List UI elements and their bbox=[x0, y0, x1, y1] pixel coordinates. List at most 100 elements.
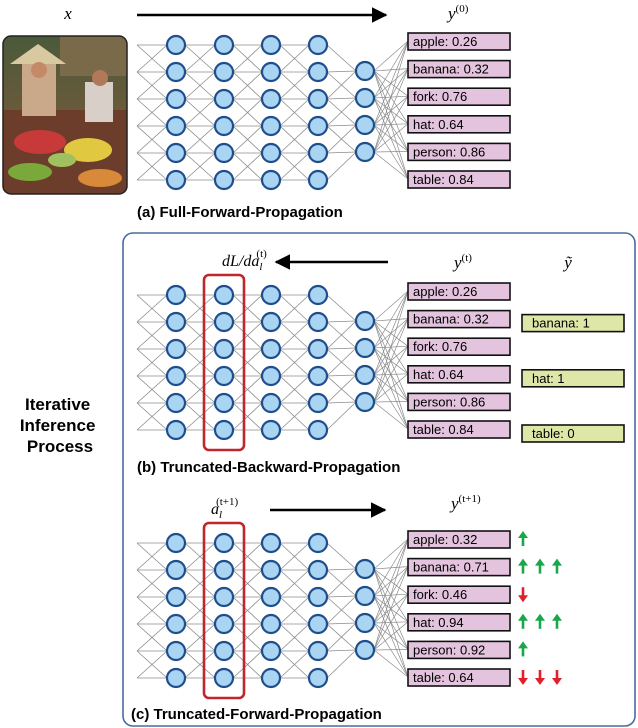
arrow-up-icon bbox=[518, 613, 528, 629]
output-edge bbox=[326, 347, 357, 377]
hidden-node bbox=[165, 667, 187, 689]
output-score-label: table: 0.64 bbox=[413, 670, 474, 685]
arrow-up-icon bbox=[518, 558, 528, 574]
output-score-box bbox=[407, 420, 511, 439]
hidden-edge bbox=[184, 152, 216, 181]
box-edge bbox=[373, 40, 409, 126]
input-symbol: x bbox=[63, 4, 72, 23]
hidden-node bbox=[165, 419, 187, 441]
output-score-box bbox=[407, 640, 511, 660]
output-edge bbox=[326, 374, 357, 404]
hidden-edge bbox=[232, 294, 263, 323]
output-score-box bbox=[407, 170, 511, 189]
input-edge bbox=[136, 125, 168, 154]
output-edge bbox=[326, 124, 357, 127]
output-edge bbox=[326, 595, 357, 598]
box-edge bbox=[373, 290, 409, 322]
input-edge bbox=[136, 569, 168, 598]
hidden-edge bbox=[279, 402, 310, 431]
output-score-label: fork: 0.76 bbox=[413, 89, 467, 104]
output-score-box bbox=[407, 282, 511, 301]
output-node bbox=[354, 337, 376, 359]
hidden-node bbox=[165, 559, 187, 581]
hidden-edge bbox=[279, 348, 310, 377]
hidden-edge bbox=[232, 569, 263, 598]
hidden-edge bbox=[232, 402, 263, 431]
box-edge bbox=[373, 151, 409, 153]
hidden-node bbox=[307, 284, 329, 306]
output-edge bbox=[326, 320, 357, 323]
hidden-edge bbox=[184, 71, 216, 100]
output-score-label: banana: 0.71 bbox=[413, 560, 489, 575]
hidden-node bbox=[307, 115, 329, 137]
output-score-box bbox=[407, 585, 511, 605]
hidden-edge bbox=[279, 321, 310, 350]
input-edge bbox=[136, 375, 168, 404]
output-score-box bbox=[407, 87, 511, 106]
hidden-edge bbox=[279, 542, 310, 571]
hidden-node bbox=[307, 667, 329, 689]
hidden-node bbox=[165, 34, 187, 56]
hidden-node bbox=[165, 61, 187, 83]
output-edge bbox=[326, 401, 357, 431]
output-edge bbox=[326, 70, 357, 73]
output-score-label: apple: 0.26 bbox=[413, 34, 477, 49]
box-edge bbox=[373, 538, 409, 597]
target-box bbox=[521, 313, 625, 333]
box-edge bbox=[373, 290, 409, 349]
output-edge bbox=[326, 70, 357, 100]
gradient-symbol: dL/dal(t) bbox=[222, 248, 267, 273]
output-score-label: banana: 0.32 bbox=[413, 62, 489, 77]
output-score-box bbox=[407, 612, 511, 632]
box-edge bbox=[373, 40, 409, 153]
output-score-label: banana: 0.32 bbox=[413, 312, 489, 327]
hidden-edge bbox=[279, 596, 310, 625]
output-score-label: table: 0.84 bbox=[413, 172, 474, 187]
hidden-node bbox=[260, 392, 282, 414]
edges bbox=[136, 538, 409, 679]
hidden-edge bbox=[279, 650, 310, 679]
hidden-edge bbox=[232, 152, 263, 181]
target-label: hat: 1 bbox=[532, 371, 565, 386]
hidden-edge bbox=[184, 375, 216, 404]
hidden-node bbox=[260, 419, 282, 441]
output-score-box bbox=[407, 142, 511, 162]
hidden-edge bbox=[232, 650, 263, 679]
arrow-down-icon bbox=[552, 670, 562, 685]
output-edge bbox=[326, 151, 357, 154]
box-edge bbox=[373, 290, 409, 403]
arrow-up-icon bbox=[535, 558, 545, 574]
hidden-node bbox=[165, 142, 187, 164]
output-edge bbox=[326, 294, 357, 322]
input-edge bbox=[136, 152, 168, 181]
output-score-box bbox=[407, 530, 511, 549]
box-edge bbox=[373, 151, 409, 180]
caption-c: (c) Truncated-Forward-Propagation bbox=[131, 706, 382, 723]
box-edge bbox=[373, 538, 409, 651]
output-score-box bbox=[407, 32, 511, 51]
hidden-node bbox=[165, 365, 187, 387]
hidden-node bbox=[307, 34, 329, 56]
hidden-node bbox=[307, 532, 329, 554]
box-edge bbox=[373, 649, 409, 678]
hidden-edge bbox=[279, 152, 310, 181]
side-label: Iterative Inference Process bbox=[20, 395, 100, 456]
box-edge bbox=[373, 594, 409, 651]
hidden-edge bbox=[279, 98, 310, 127]
output-score-label: hat: 0.64 bbox=[413, 117, 464, 132]
hidden-node bbox=[213, 613, 235, 635]
hidden-node bbox=[213, 115, 235, 137]
hidden-node bbox=[307, 88, 329, 110]
hidden-node bbox=[260, 667, 282, 689]
box-edge bbox=[373, 290, 409, 376]
hidden-edge bbox=[184, 569, 216, 598]
input-edge bbox=[136, 321, 168, 350]
hidden-edge bbox=[232, 375, 263, 404]
target-box bbox=[521, 424, 625, 443]
output-edge bbox=[326, 595, 357, 625]
output-node bbox=[354, 639, 376, 661]
arrow-down-icon bbox=[518, 670, 528, 685]
target-label: banana: 1 bbox=[532, 316, 590, 331]
hidden-node bbox=[213, 338, 235, 360]
input-edge bbox=[136, 44, 168, 73]
